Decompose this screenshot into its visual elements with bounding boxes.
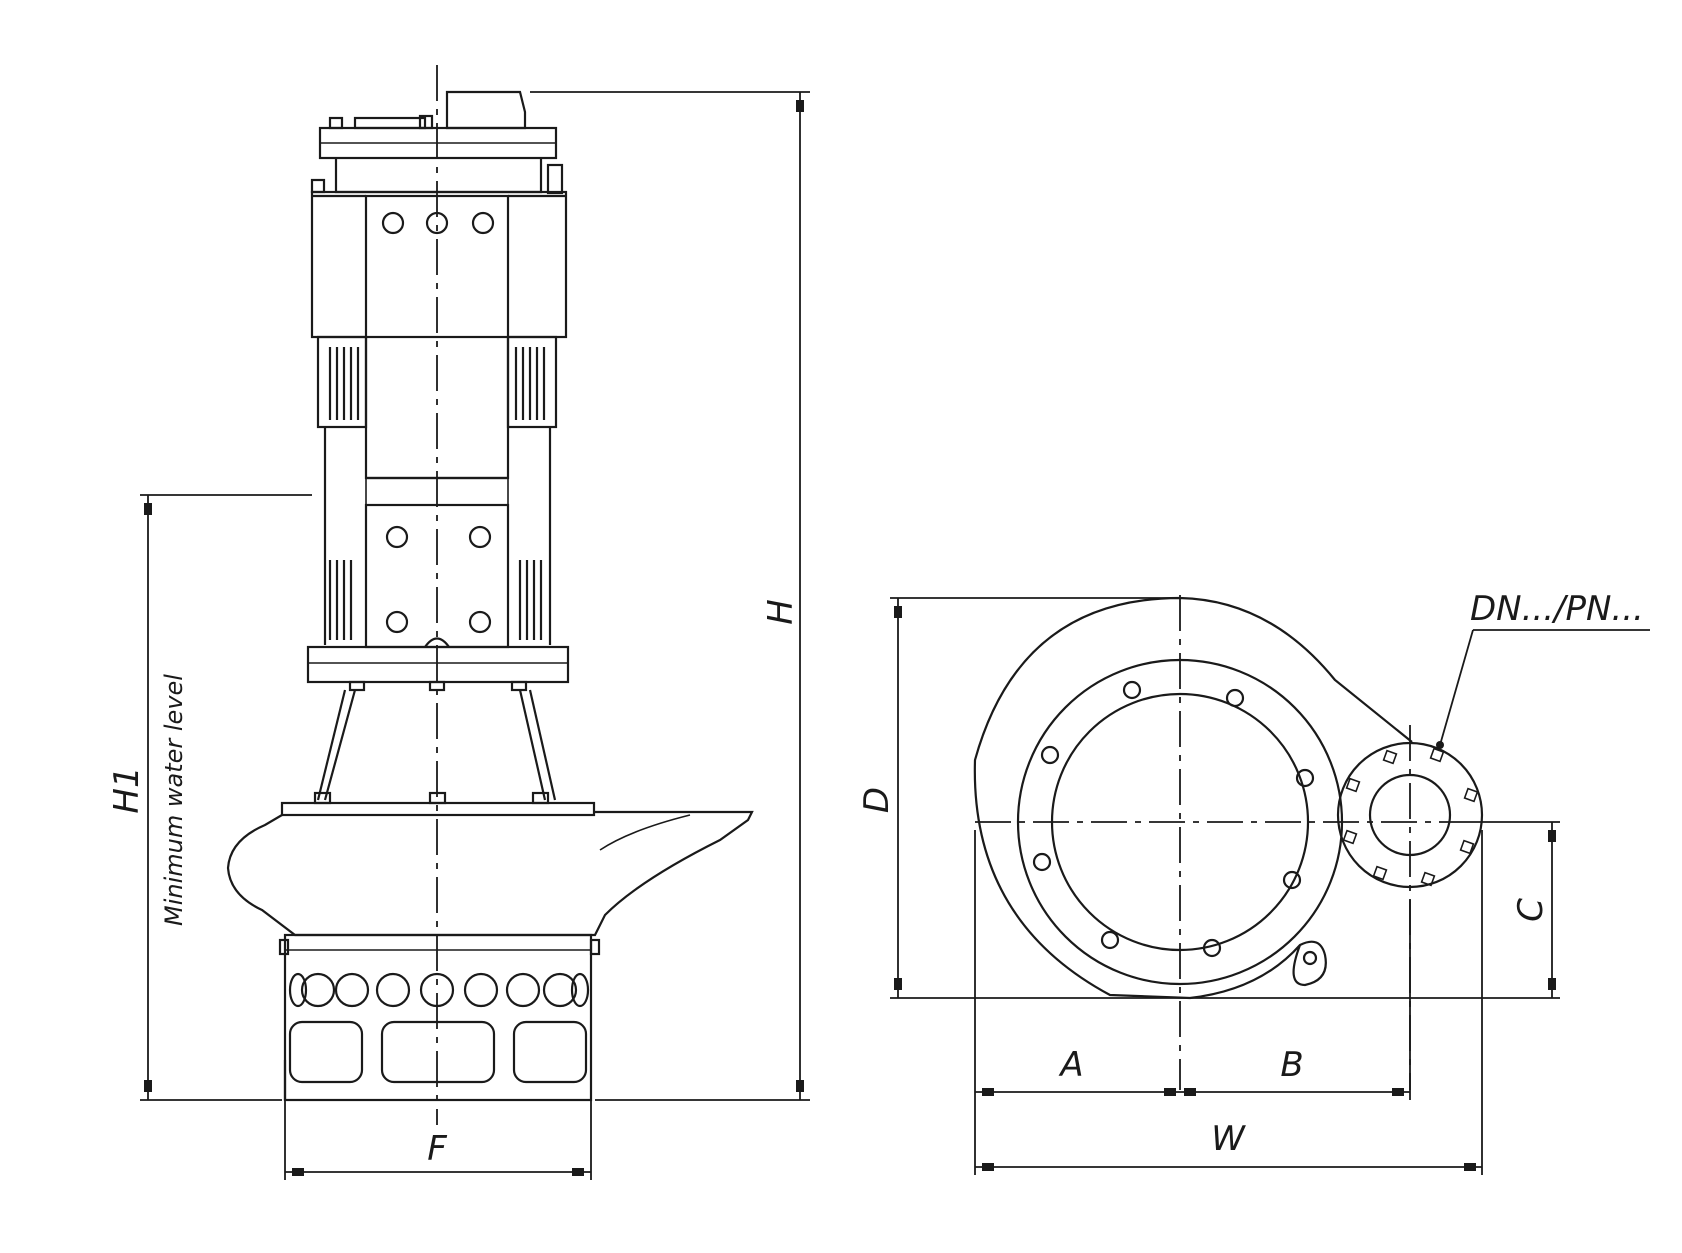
volute-outline <box>226 810 754 937</box>
dimension-W: W <box>975 830 1483 1175</box>
inlet-flange-bolts <box>1032 680 1318 966</box>
inlet-flange-outer <box>1016 658 1344 986</box>
label-H: H <box>761 599 801 625</box>
label-W: W <box>1211 1119 1246 1159</box>
pump-front-view <box>226 65 754 1125</box>
dimension-H1: H1 Minimum water level <box>107 494 312 1101</box>
label-F: F <box>427 1129 447 1169</box>
label-C: C <box>1511 898 1551 922</box>
label-D: D <box>857 787 897 813</box>
callout-dn-pn: DN.../PN... <box>1436 589 1650 749</box>
motor-body <box>310 190 568 339</box>
label-H1: H1 <box>107 766 147 813</box>
pump-plan-view <box>973 595 1484 1090</box>
leg-left <box>323 689 357 801</box>
dimension-F: F <box>284 1100 592 1180</box>
label-A: A <box>1058 1045 1083 1085</box>
top-cap <box>445 90 527 130</box>
volute-casing <box>973 596 1413 1000</box>
inlet-flange-inner <box>1050 692 1310 952</box>
leg-right <box>518 689 547 801</box>
label-minimum-water-level: Minimum water level <box>160 674 188 926</box>
outlet-flange-bolts <box>1342 747 1479 887</box>
dimension-H: H <box>530 91 810 1101</box>
label-B: B <box>1280 1045 1303 1085</box>
motor-bottom-flange <box>306 645 570 684</box>
housing-plate <box>280 801 596 817</box>
outlet-flange-inner <box>1368 773 1452 857</box>
label-dn-pn: DN.../PN... <box>1470 589 1644 629</box>
dimension-D: D <box>857 597 1560 999</box>
suction-strainer <box>283 933 593 1102</box>
outlet-flange-outer <box>1336 741 1484 889</box>
dimension-A-B: A B <box>974 830 1411 1175</box>
dimension-C: C <box>1440 821 1560 998</box>
